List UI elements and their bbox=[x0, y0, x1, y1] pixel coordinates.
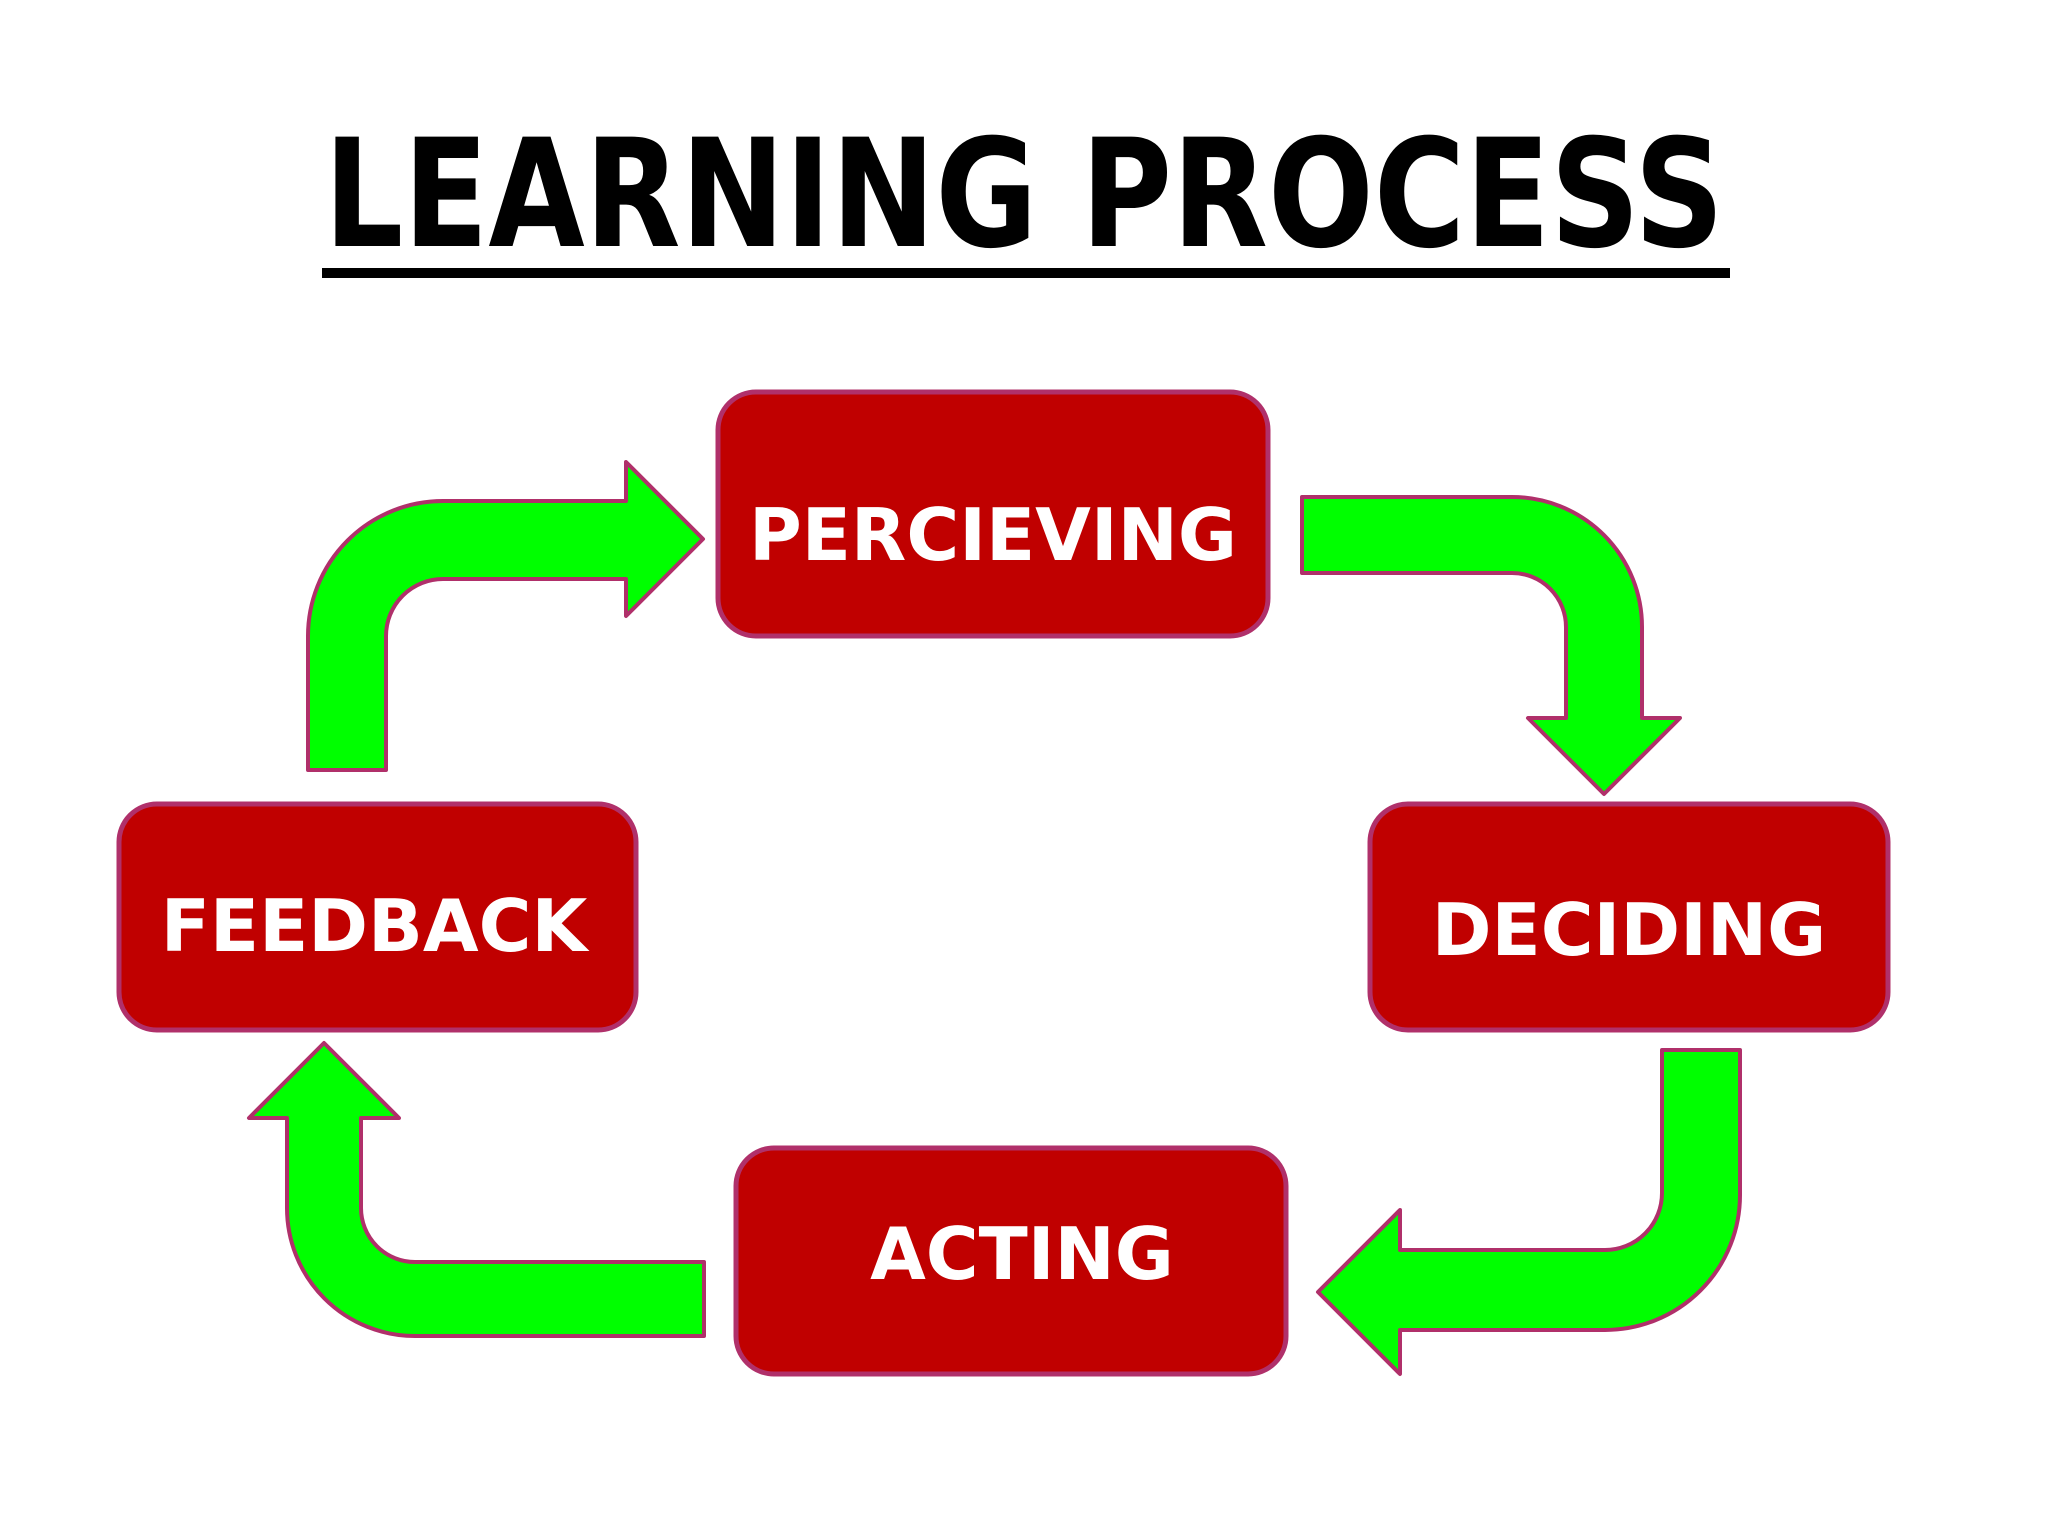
page-title: LEARNING PROCESS bbox=[324, 108, 1724, 282]
label-percieving: PERCIEVING bbox=[749, 493, 1237, 577]
arrow-deciding-to-acting bbox=[1316, 1048, 1742, 1376]
box-acting bbox=[733, 1145, 1289, 1377]
box-deciding bbox=[1367, 801, 1891, 1033]
title-underline bbox=[322, 268, 1730, 278]
label-feedback: FEEDBACK bbox=[161, 884, 590, 968]
box-percieving bbox=[715, 389, 1271, 639]
box-feedback bbox=[116, 801, 639, 1033]
label-deciding: DECIDING bbox=[1432, 888, 1827, 972]
arrow-acting-to-feedback bbox=[247, 1041, 706, 1338]
label-acting: ACTING bbox=[870, 1212, 1174, 1296]
arrow-percieving-to-deciding bbox=[1300, 495, 1682, 796]
arrow-feedback-to-percieving bbox=[306, 460, 705, 772]
